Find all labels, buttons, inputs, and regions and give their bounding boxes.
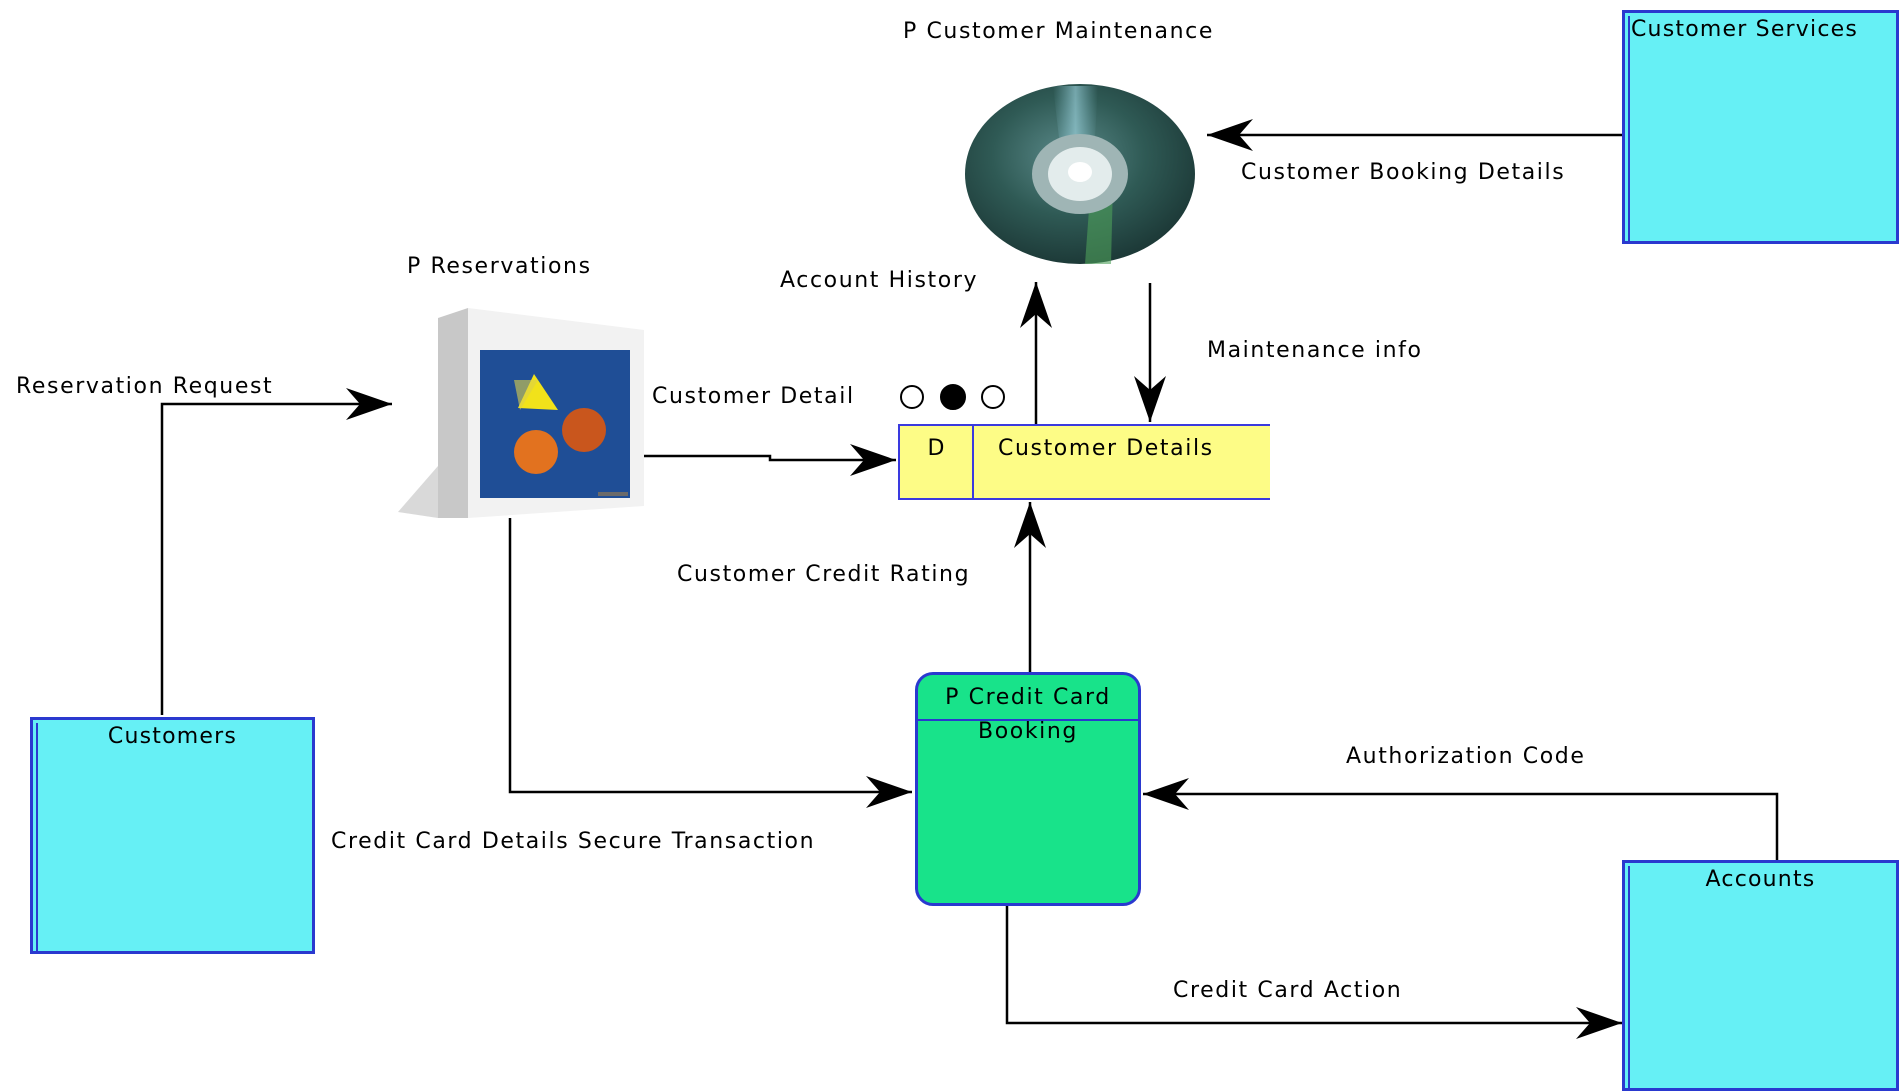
flow-symbol-open-circle-2 bbox=[981, 385, 1005, 409]
flow-authorization-code bbox=[1143, 778, 1779, 860]
process-credit-card-booking-label: P Credit Card Booking bbox=[945, 685, 1111, 744]
flow-label-credit-card-action: Credit Card Action bbox=[1173, 978, 1403, 1003]
flow-label-maintenance-info: Maintenance info bbox=[1207, 338, 1423, 363]
flow-customer-detail bbox=[640, 444, 896, 476]
flow-label-customer-detail: Customer Detail bbox=[652, 384, 855, 409]
process-header-divider bbox=[918, 719, 1138, 721]
flow-credit-card-action bbox=[1005, 906, 1622, 1039]
entity-customer-services-label: Customer Services bbox=[1631, 17, 1859, 42]
entity-accounts[interactable]: Accounts bbox=[1622, 860, 1899, 1091]
data-store-divider bbox=[972, 426, 974, 498]
flow-label-customer-booking-details: Customer Booking Details bbox=[1241, 160, 1566, 185]
flow-label-customer-credit-rating: Customer Credit Rating bbox=[677, 562, 971, 587]
entity-customers[interactable]: Customers bbox=[30, 717, 315, 954]
flow-symbol-open-circle bbox=[900, 385, 924, 409]
entity-accounts-label: Accounts bbox=[1705, 867, 1816, 892]
flow-reservation-request bbox=[160, 388, 392, 715]
data-store-customer-details[interactable]: D Customer Details bbox=[898, 424, 1270, 500]
data-store-name: Customer Details bbox=[998, 436, 1214, 461]
data-store-id: D bbox=[927, 436, 945, 461]
process-credit-card-booking[interactable]: P Credit Card Booking bbox=[915, 672, 1141, 906]
shapes-box-icon[interactable] bbox=[398, 306, 646, 518]
flow-credit-card-details bbox=[508, 518, 912, 808]
entity-customer-services[interactable]: Customer Services bbox=[1622, 10, 1899, 244]
flow-label-authorization-code: Authorization Code bbox=[1346, 744, 1586, 769]
process-title-reservations: P Reservations bbox=[407, 254, 592, 279]
flow-label-credit-card-details: Credit Card Details Secure Transaction bbox=[331, 829, 816, 854]
process-title-customer-maintenance: P Customer Maintenance bbox=[903, 19, 1214, 44]
flow-label-reservation-request: Reservation Request bbox=[16, 374, 274, 399]
flow-label-account-history: Account History bbox=[780, 268, 979, 293]
flow-symbol-filled-circle bbox=[940, 384, 966, 410]
entity-customers-label: Customers bbox=[107, 724, 238, 749]
cd-disc-icon[interactable] bbox=[963, 82, 1197, 266]
